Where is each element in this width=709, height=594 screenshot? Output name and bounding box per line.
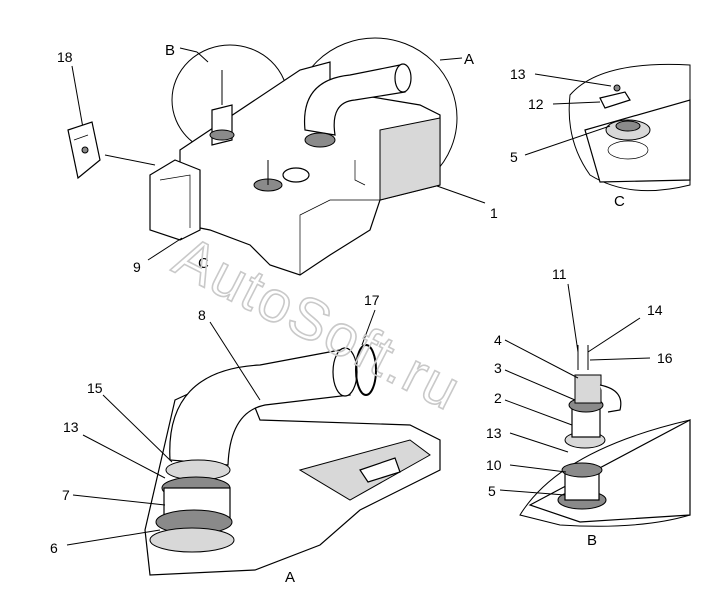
callout-5-b: 5 <box>488 483 496 499</box>
main-detail-tag-a: A <box>464 51 474 68</box>
caption-detail-b: B <box>587 532 597 549</box>
callout-6: 6 <box>50 540 58 556</box>
caption-detail-c: C <box>614 193 625 210</box>
detail-c-view <box>524 63 691 192</box>
main-assembly-view <box>67 37 486 276</box>
detail-c-outline <box>568 63 691 192</box>
callout-13-a: 13 <box>63 419 79 435</box>
callout-7: 7 <box>62 487 70 503</box>
callout-4: 4 <box>494 332 502 348</box>
callout-17: 17 <box>364 292 380 308</box>
caption-detail-a: A <box>285 569 295 586</box>
callout-11: 11 <box>552 266 567 282</box>
main-detail-tag-c: C <box>198 255 209 272</box>
callout-8: 8 <box>198 307 206 323</box>
callout-13-b: 13 <box>486 425 502 441</box>
callout-18: 18 <box>57 49 73 65</box>
callout-9: 9 <box>133 259 141 275</box>
callout-10: 10 <box>486 457 502 473</box>
callout-1: 1 <box>490 205 498 221</box>
hose-clamp <box>355 344 377 396</box>
filler-elbow-pipe <box>169 349 351 466</box>
callout-2: 2 <box>494 390 502 406</box>
callout-3: 3 <box>494 360 502 376</box>
detail-a-view <box>66 309 441 576</box>
detail-b-view <box>499 283 691 527</box>
main-detail-tag-b: B <box>165 42 175 59</box>
side-tank <box>149 159 201 241</box>
callout-16: 16 <box>657 350 673 366</box>
callout-12-c: 12 <box>528 96 544 112</box>
callout-5-c: 5 <box>510 149 518 165</box>
callout-13-c: 13 <box>510 66 526 82</box>
callout-15: 15 <box>87 380 103 396</box>
callout-14: 14 <box>647 302 663 318</box>
